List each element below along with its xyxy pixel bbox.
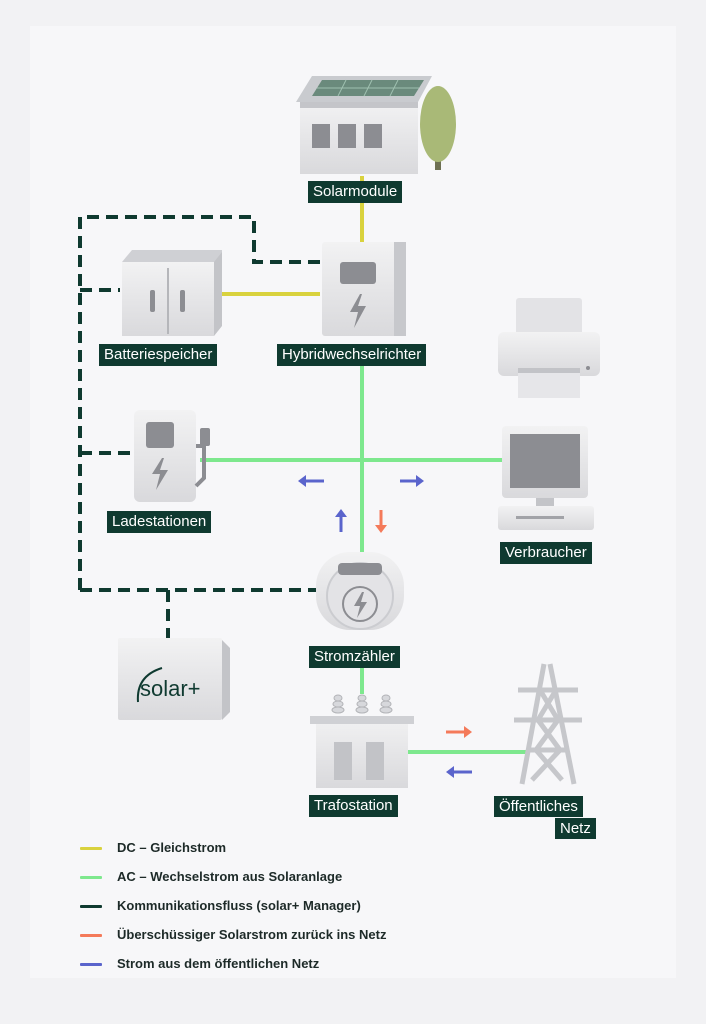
label-oeffentliches-netz-line2: Netz — [555, 818, 596, 839]
label-hybridwechselrichter: Hybridwechselrichter — [277, 344, 427, 366]
arrow-export-right — [446, 726, 472, 738]
legend-swatch-import — [80, 963, 102, 966]
solarplus-box-icon — [118, 638, 230, 720]
communication-lines — [78, 215, 322, 638]
electricity-meter-icon — [316, 552, 404, 630]
charging-station-icon — [134, 410, 210, 502]
power-pylon-icon — [514, 663, 582, 785]
label-verbraucher: Verbraucher — [500, 542, 592, 564]
arrow-import-right — [400, 475, 424, 487]
label-ladestationen: Ladestationen — [107, 511, 212, 533]
hybrid-inverter-icon — [322, 242, 406, 336]
transformer-station-icon — [310, 694, 414, 788]
arrow-import-up — [335, 509, 347, 532]
battery-storage-icon — [122, 250, 222, 336]
label-stromzaehler: Stromzähler — [309, 646, 400, 668]
printer-icon — [498, 298, 600, 398]
legend-swatch-dc — [80, 847, 102, 850]
computer-icon — [498, 426, 594, 530]
legend-label-export: Überschüssiger Solarstrom zurück ins Net… — [117, 927, 387, 942]
legend-label-communication: Kommunikationsfluss (solar+ Manager) — [117, 898, 361, 913]
legend-label-import: Strom aus dem öffentlichen Netz — [117, 956, 320, 971]
label-oeffentliches-netz-line1: Öffentliches — [494, 796, 583, 817]
legend-swatch-export — [80, 934, 102, 937]
legend-swatch-communication — [80, 905, 102, 908]
label-batteriespeicher: Batteriespeicher — [99, 344, 218, 366]
arrow-import-left-grid — [446, 766, 472, 778]
legend-label-ac: AC – Wechselstrom aus Solaranlage — [117, 869, 343, 884]
legend-swatch-ac — [80, 876, 102, 879]
label-trafostation: Trafostation — [309, 795, 398, 817]
tree-icon — [420, 86, 456, 170]
legend-label-dc: DC – Gleichstrom — [117, 840, 227, 855]
solarplus-logo-text: solar+ — [140, 676, 201, 701]
arrow-export-down — [375, 510, 387, 533]
arrow-import-left — [298, 475, 324, 487]
label-solarmodule: Solarmodule — [308, 181, 403, 203]
solar-house-icon — [296, 76, 432, 174]
